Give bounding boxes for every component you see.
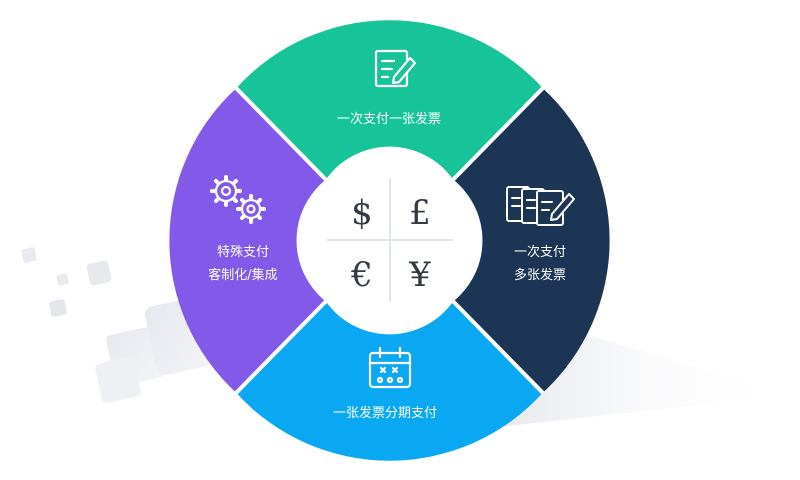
segment-top [236,20,543,180]
segment-right-label-line2: 多张发票 [514,267,566,283]
calendar-icon [368,346,412,389]
pound-sign: £ [409,193,431,233]
segment-bottom-label: 一张发票分期支付 [333,405,437,421]
multiple-documents-icon [506,186,575,226]
segment-left-label-line1: 特殊支付 [217,245,269,260]
dollar-sign: $ [351,193,373,233]
segment-dividers [234,86,545,395]
center-cross-lines [327,178,453,302]
segment-left [169,88,326,393]
segment-left-label-line2: 客制化/集成 [208,267,277,283]
segment-right-label-line1: 一次支付 [514,244,566,260]
segment-right [453,88,610,393]
euro-sign: € [350,255,373,295]
edit-document-icon [374,49,417,88]
gears-icon [210,175,266,224]
yen-sign: ¥ [408,255,431,295]
segment-top-label: 一次支付一张发票 [337,111,441,127]
